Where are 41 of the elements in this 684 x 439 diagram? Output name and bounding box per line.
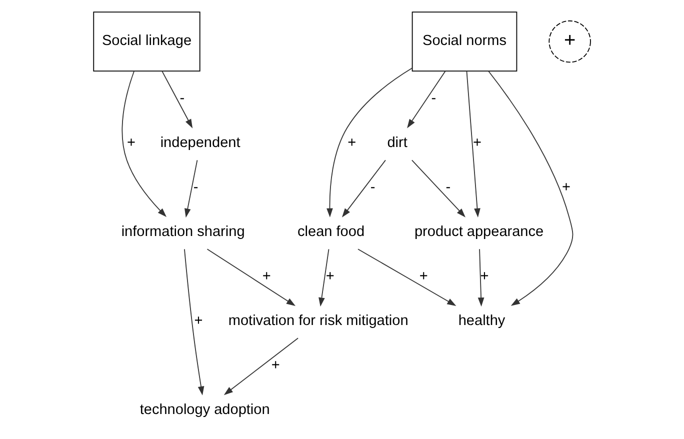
node-text: healthy bbox=[458, 313, 506, 330]
node-text: information sharing bbox=[121, 224, 245, 240]
arrow bbox=[122, 70, 166, 218]
edge-label: + bbox=[419, 268, 428, 285]
arrow bbox=[184, 160, 198, 218]
node-text: clean food bbox=[298, 224, 365, 240]
node-text: motivation for risk mitigation bbox=[228, 313, 408, 330]
node-text: technology adoption bbox=[140, 402, 270, 418]
edge-label: - bbox=[180, 90, 185, 107]
edge-label: - bbox=[431, 90, 436, 107]
node-box: Social linkage bbox=[93, 12, 200, 72]
edge-label: + bbox=[262, 268, 271, 285]
arrow bbox=[411, 160, 466, 218]
arrow bbox=[318, 248, 330, 307]
label: + bbox=[564, 30, 576, 52]
edge-label: + bbox=[194, 313, 203, 330]
arrow bbox=[466, 70, 480, 218]
edge-label: + bbox=[480, 268, 489, 285]
arrow bbox=[326, 68, 413, 218]
edge-label: - bbox=[193, 180, 198, 196]
node-text: product appearance bbox=[414, 224, 544, 240]
arrow bbox=[224, 338, 298, 396]
node-box: Social norms bbox=[412, 12, 518, 72]
arrow bbox=[162, 70, 193, 128]
arrow bbox=[478, 248, 484, 307]
arrow bbox=[206, 248, 296, 306]
arrow bbox=[488, 70, 574, 306]
arrow bbox=[342, 160, 386, 218]
node-text: independent bbox=[160, 135, 240, 152]
arrow bbox=[184, 248, 204, 396]
edge-label: - bbox=[370, 180, 376, 196]
arrow bbox=[407, 70, 446, 128]
edge-label: + bbox=[562, 180, 570, 196]
edge-label: + bbox=[326, 268, 334, 285]
arrow bbox=[358, 248, 456, 306]
edge-label: + bbox=[271, 358, 280, 374]
node-text: dirt bbox=[387, 135, 408, 152]
edge-label: + bbox=[127, 135, 136, 152]
edge-label: + bbox=[472, 135, 482, 152]
edge-label: - bbox=[446, 180, 451, 196]
edge-label: + bbox=[348, 135, 356, 152]
